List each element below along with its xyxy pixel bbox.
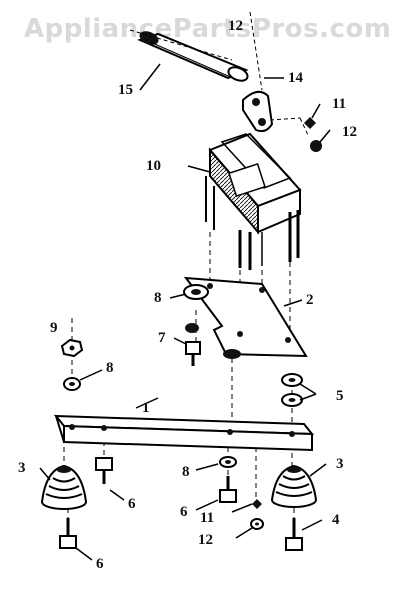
callout-leaders [39,63,331,561]
part-5-washers [281,373,303,407]
callout-9: 9 [50,320,58,336]
callout-3-right: 3 [336,456,344,472]
part-7-bolt [185,341,201,366]
part-1-base-rail [53,414,315,452]
callout-15: 15 [118,82,133,98]
callout-8-left: 8 [106,360,114,376]
part-8-washer-center [219,456,237,468]
callout-2: 2 [306,292,314,308]
leader-lines-top [129,11,309,136]
callout-12-top: 12 [228,18,243,34]
callout-12-upper: 12 [342,124,357,140]
callout-7: 7 [158,330,166,346]
part-8-washer-upper [183,284,209,300]
part-8-nut-middle [185,323,199,333]
callout-5: 5 [336,388,344,404]
part-6-bolt-upper-left [95,457,113,484]
part-4-bolt [285,518,303,551]
part-3-foot-left [41,464,87,510]
callout-11-upper: 11 [332,96,346,112]
callout-6-center: 6 [180,504,188,520]
watermark-logo: AppliancePartsPros.com [24,14,392,44]
callout-6-left: 6 [128,496,136,512]
part-12-nut-upper [310,140,322,152]
part-3-foot-right [271,464,317,508]
part-15-tube [137,31,249,82]
part-8-washer-left [63,377,81,391]
callout-14: 14 [288,70,304,86]
callout-10: 10 [146,158,161,174]
callout-1: 1 [142,400,150,416]
alignment-lines [63,232,295,522]
callout-11-lower: 11 [200,510,214,526]
part-6-bolt-lower-left [59,518,77,549]
callout-4: 4 [332,512,340,528]
part-6-bolt-center [219,476,237,503]
part-11-screw-upper [304,117,316,129]
part-12-nut-lower [250,518,264,530]
callout-8-upper: 8 [154,290,162,306]
part-2-plate [183,276,308,359]
callout-12-lower: 12 [198,532,213,548]
callout-labels: 12 15 14 11 12 10 2 8 7 9 8 5 1 3 3 8 6 … [18,18,357,572]
callout-6-lower: 6 [96,556,104,572]
part-9-nut [60,338,84,358]
callout-3-left: 3 [18,460,26,476]
part-10-transformer [205,132,302,270]
part-11-screw-lower [252,499,262,509]
part-14-bracket [242,90,274,133]
callout-8-center: 8 [182,464,190,480]
